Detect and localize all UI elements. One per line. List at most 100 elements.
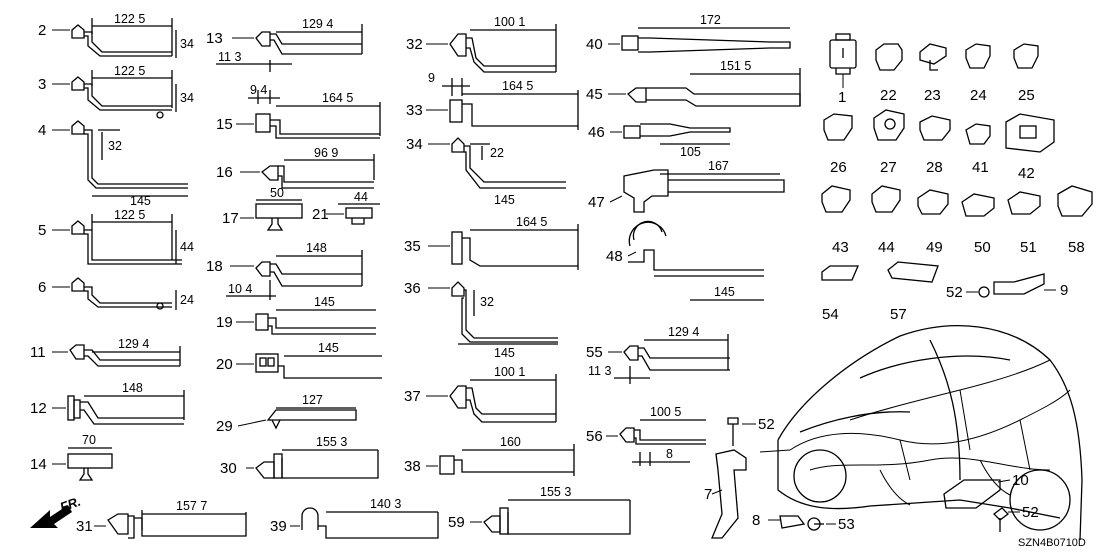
dimension: 167 (708, 159, 729, 173)
part-number: 31 (76, 518, 93, 535)
part-number: 50 (974, 239, 991, 256)
dimension: 157 7 (176, 499, 207, 513)
dimension: 145 (314, 295, 335, 309)
part-number: 59 (448, 514, 465, 531)
dimension-side: 34 (180, 91, 194, 105)
part-number: 27 (880, 159, 897, 176)
part-number: 2 (38, 22, 46, 39)
part-39-clip (301, 507, 439, 539)
dimension: 100 1 (494, 15, 525, 29)
dimension-side: 22 (490, 146, 504, 160)
part-47-clip (623, 169, 785, 213)
part-10-bracket (943, 479, 1001, 509)
fr-label: FR. (58, 494, 83, 515)
part-52-bolt-b (993, 507, 1009, 532)
part-number: 57 (890, 306, 907, 323)
part-12-clip (67, 390, 185, 425)
dimension-sub: 10 4 (228, 282, 252, 296)
part-18-clip (226, 250, 363, 300)
dimension: 100 1 (494, 365, 525, 379)
part-36-clip (451, 281, 558, 345)
dimension: 151 5 (720, 59, 751, 73)
part-number: 49 (926, 239, 943, 256)
part-number: 35 (404, 238, 421, 255)
dimension: 164 5 (322, 91, 353, 105)
dimension-side: 34 (180, 37, 194, 51)
dimension: 129 4 (668, 325, 699, 339)
part-number: 45 (586, 86, 603, 103)
part-55-clip (614, 334, 730, 384)
part-33-clip (442, 78, 579, 130)
part-number: 41 (972, 159, 989, 176)
part-58-clip (1057, 185, 1093, 217)
dimension: 145 (318, 341, 339, 355)
part-46-clip (623, 123, 731, 145)
part-number: 22 (880, 87, 897, 104)
part-number: 1 (838, 89, 846, 106)
part-number: 52 (1022, 504, 1039, 521)
part-11-clip (69, 344, 181, 367)
part-number: 24 (970, 87, 987, 104)
part-1-connector (829, 33, 857, 75)
dimension: 129 4 (302, 17, 333, 31)
part-30-clip (255, 449, 379, 479)
part-26-clip (823, 113, 853, 141)
part-16-clip (261, 154, 375, 189)
part-number: 53 (838, 516, 855, 533)
part-number: 58 (1068, 239, 1085, 256)
part-23-clip (919, 43, 947, 71)
part-number: 4 (38, 122, 46, 139)
part-40-cable-tie (621, 27, 791, 53)
dimension: 127 (302, 393, 323, 407)
part-number: 32 (406, 36, 423, 53)
part-53-bolt (807, 517, 824, 531)
part-29-clip (266, 407, 357, 430)
part-14-clip (67, 447, 113, 481)
part-44-clip (871, 185, 901, 213)
part-9-bracket (978, 273, 1045, 298)
part-number: 43 (832, 239, 849, 256)
part-48-clip (628, 220, 764, 301)
dimension-sub: 11 3 (218, 50, 241, 64)
wire-harness (759, 359, 1071, 506)
part-number: 16 (216, 164, 233, 181)
dimension: 145 (130, 194, 151, 208)
part-number: 42 (1018, 165, 1035, 182)
dimension: 164 5 (516, 215, 547, 229)
part-32-clip (449, 24, 557, 73)
dimension: 155 3 (540, 485, 571, 499)
part-54-pad (821, 265, 859, 281)
part-number: 8 (752, 512, 760, 529)
part-35-clip (451, 224, 579, 270)
part-28-clip (919, 115, 951, 141)
part-number: 52 (946, 284, 963, 301)
part-number: 46 (588, 124, 605, 141)
part-number: 52 (758, 416, 775, 433)
part-52-bolt (727, 417, 739, 446)
part-number: 36 (404, 280, 421, 297)
part-number: 21 (312, 206, 329, 223)
part-number: 51 (1020, 239, 1037, 256)
part-4-clip (71, 120, 188, 197)
part-number: 11 (30, 344, 46, 361)
dimension: 164 5 (502, 79, 533, 93)
part-number: 23 (924, 87, 941, 104)
part-15-clip (248, 90, 381, 139)
dimension-side: 32 (480, 295, 494, 309)
part-number: 47 (588, 194, 605, 211)
part-50-clip (961, 193, 995, 217)
part-number: 18 (206, 258, 223, 275)
part-number: 29 (216, 418, 233, 435)
part-number: 37 (404, 388, 421, 405)
dimension: 105 (680, 145, 701, 159)
part-51-clip (1007, 191, 1041, 215)
dimension: 140 3 (370, 497, 401, 511)
part-number: 38 (404, 458, 421, 475)
part-45-clip (627, 68, 801, 107)
part-number: 12 (30, 400, 47, 417)
part-42-clip (1005, 113, 1055, 153)
part-number: 3 (38, 76, 46, 93)
part-number: 33 (406, 102, 423, 119)
part-number: 7 (704, 486, 712, 503)
